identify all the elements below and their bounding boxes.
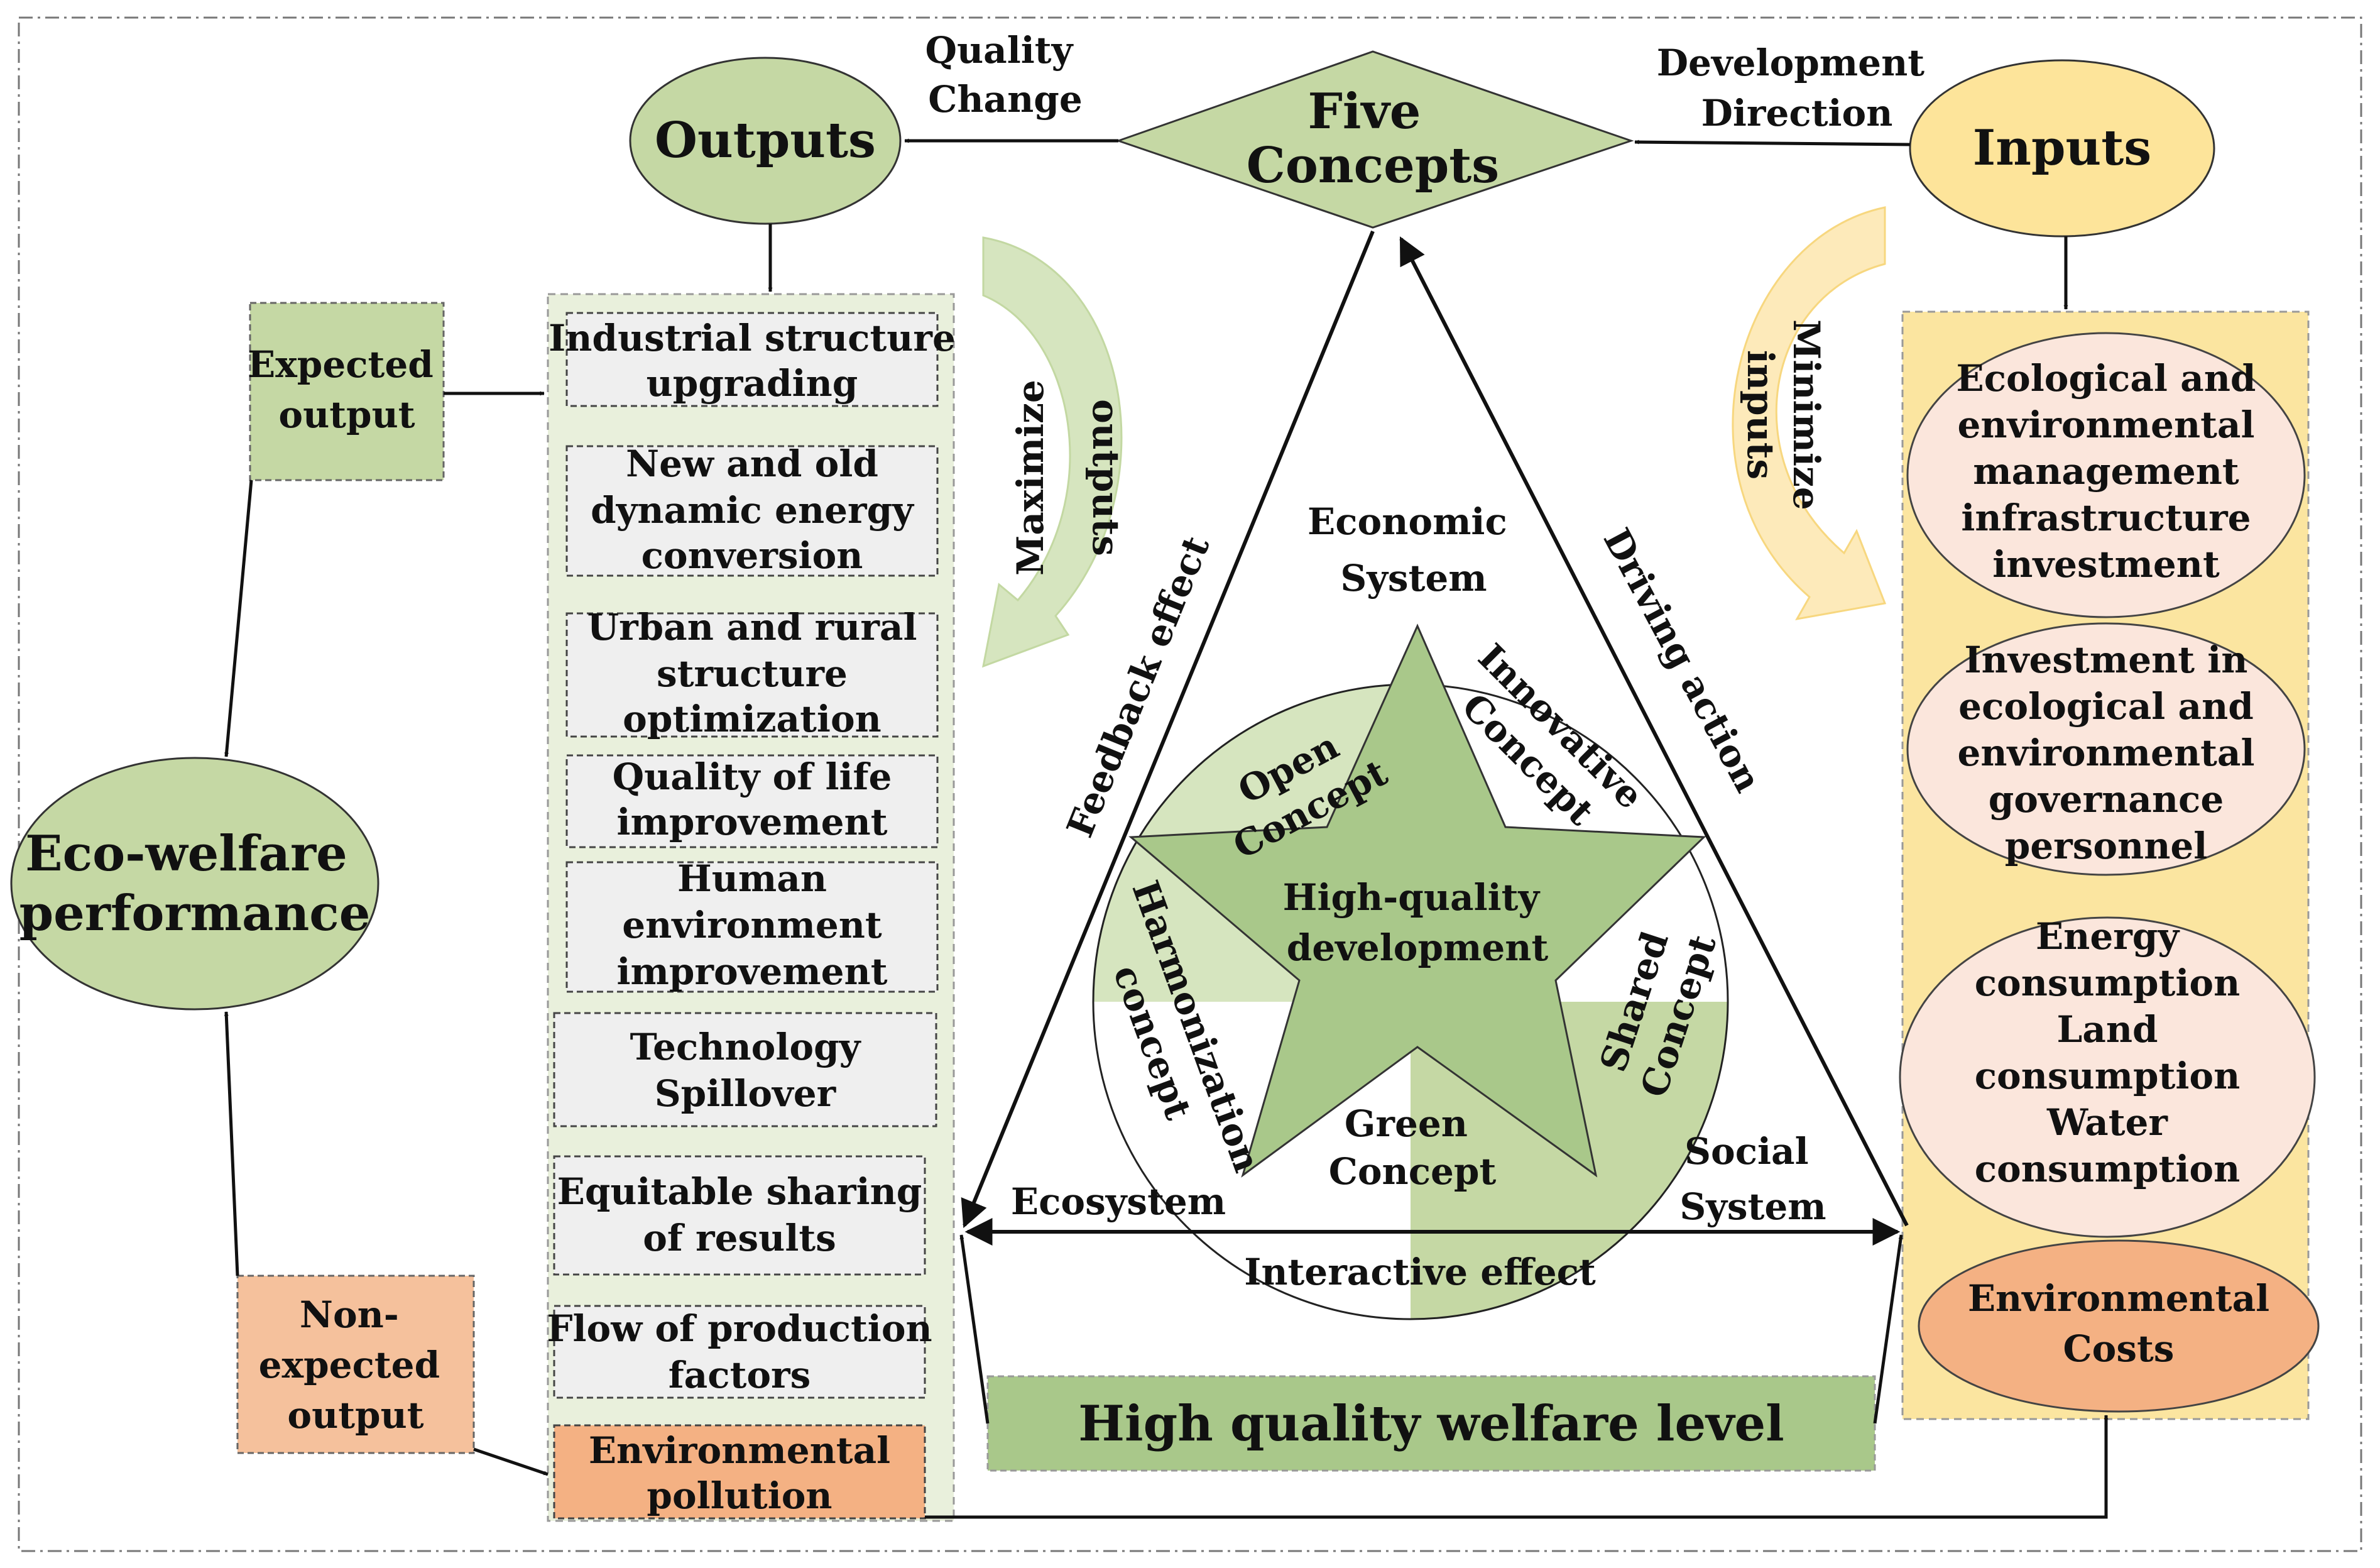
expected-output-label: Expected output [248,343,446,436]
economic-system-label: Economic System [1307,500,1520,600]
non-expected-to-pollution-arrow [473,1447,549,1476]
welfare-to-ecosystem-arrow [959,1234,990,1424]
high-quality-welfare-label: High quality welfare level [1078,1395,1784,1452]
expected-to-eco-welfare-arrow [224,480,253,757]
non-expected-output-box [236,1275,475,1454]
expected-output-box [249,302,445,481]
outputs-node [629,57,902,225]
inputs-label: Inputs [1973,119,2151,177]
welfare-to-social-arrow [1873,1234,1903,1424]
high-quality-welfare-box [986,1375,1876,1472]
eco-welfare-performance-label: Eco-welfare performance [19,825,371,942]
non-expected-output-label: Non- expected output [259,1293,453,1437]
maximize-outputs-label-2: outputs [1084,399,1127,556]
eco-welfare-performance-node [10,757,379,1011]
outputs-label: Outputs [655,112,876,169]
development-direction-label: Development Direction [1657,41,1938,134]
interactive-effect-label: Interactive effect [1244,1251,1596,1293]
high-quality-development-label: High-quality development [1283,876,1553,969]
high-quality-development-star [1128,623,1706,1178]
inputs-node [1909,59,2215,238]
minimize-inputs-label-2: inputs [1739,350,1782,480]
ecosystem-label: Ecosystem [1011,1180,1226,1223]
feedback-effect-arrow [961,230,1375,1229]
social-system-label: Social System [1679,1130,1826,1228]
five-concepts-label: Five Concepts [1247,83,1499,194]
maximize-outputs-curved-arrow [982,236,1123,668]
driving-action-arrow [1399,236,1909,1227]
maximize-outputs-label: Maximize [1009,380,1052,576]
five-concepts-diamond [1115,50,1634,229]
pollution-to-costs-connector [925,1415,2109,1519]
minimize-inputs-curved-arrow [1732,206,1887,621]
outer-frame [18,16,2362,1552]
inputs-to-five-concepts-arrow [1634,140,1911,146]
minimize-inputs-label: Minimize [1785,319,1828,510]
green-concept-label: Green Concept [1329,1102,1497,1193]
quality-change-label: Quality Change [925,29,1085,121]
non-expected-to-eco-welfare-arrow [224,1011,239,1276]
